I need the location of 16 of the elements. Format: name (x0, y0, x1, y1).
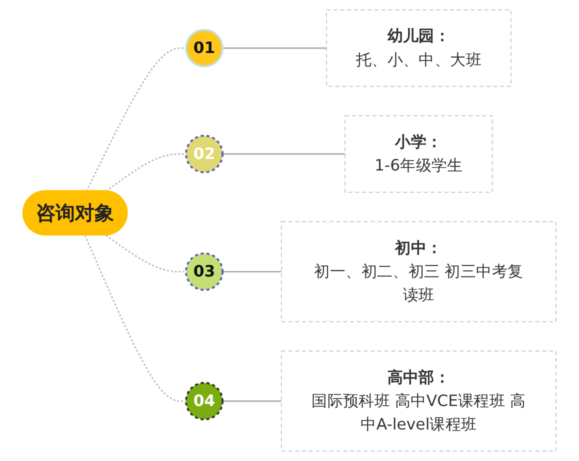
node-box: 初中： 初一、初二、初三 初三中考复读班 (280, 221, 556, 322)
node-circle: 03 (185, 252, 224, 291)
connector (222, 47, 327, 49)
node-box: 幼儿园： 托、小、中、大班 (326, 9, 512, 87)
node-box: 高中部： 国际预科班 高中VCE课程班 高中A-level课程班 (280, 350, 556, 452)
connector (106, 153, 186, 192)
connector (106, 234, 186, 272)
connector (86, 47, 186, 192)
node-circle: 04 (185, 382, 224, 420)
connector (222, 400, 282, 402)
connector (84, 235, 186, 402)
node-circle: 02 (185, 134, 224, 174)
node-box: 小学： 1-6年级学生 (344, 115, 493, 193)
node-circle: 01 (185, 28, 224, 68)
connector (222, 270, 282, 272)
connector (222, 153, 346, 155)
